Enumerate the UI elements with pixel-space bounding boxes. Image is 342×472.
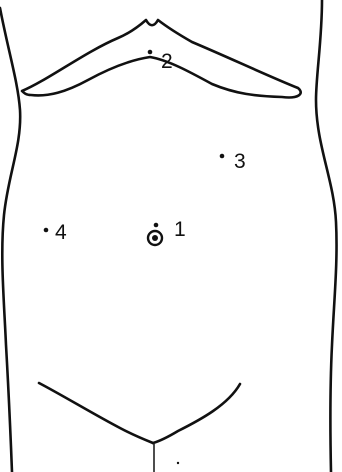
midline-tick-mark — [177, 462, 179, 464]
point-1-dot — [154, 223, 159, 228]
point-4-dot — [44, 228, 49, 233]
point-2-label: 2 — [161, 50, 173, 73]
right-torso-contour — [316, 0, 337, 472]
point-4-label: 4 — [55, 221, 67, 244]
right-groin-line — [153, 384, 240, 443]
point-2-dot — [148, 50, 153, 55]
navel-center — [152, 235, 158, 241]
point-3-dot — [220, 154, 225, 159]
left-groin-line — [39, 383, 153, 443]
point-3-label: 3 — [234, 150, 246, 173]
point-1-label: 1 — [174, 218, 186, 241]
left-torso-contour — [0, 8, 20, 472]
